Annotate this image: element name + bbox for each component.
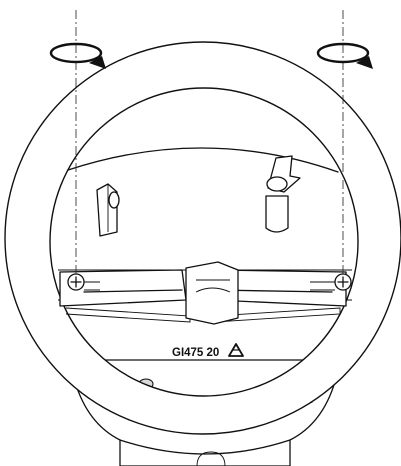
rotate-clockwise-icon [316, 42, 373, 69]
mounting-plate [59, 261, 347, 325]
center-latch [185, 261, 239, 325]
left-screw [67, 273, 100, 291]
outer-bezel-ring [4, 41, 401, 435]
part-marking-label: GI475 20 [172, 347, 219, 359]
spring-clip [96, 183, 120, 237]
locating-pin [265, 155, 301, 233]
rotate-clockwise-icon [49, 42, 106, 69]
recycle-symbol-icon [228, 343, 244, 357]
right-screw [310, 273, 352, 291]
